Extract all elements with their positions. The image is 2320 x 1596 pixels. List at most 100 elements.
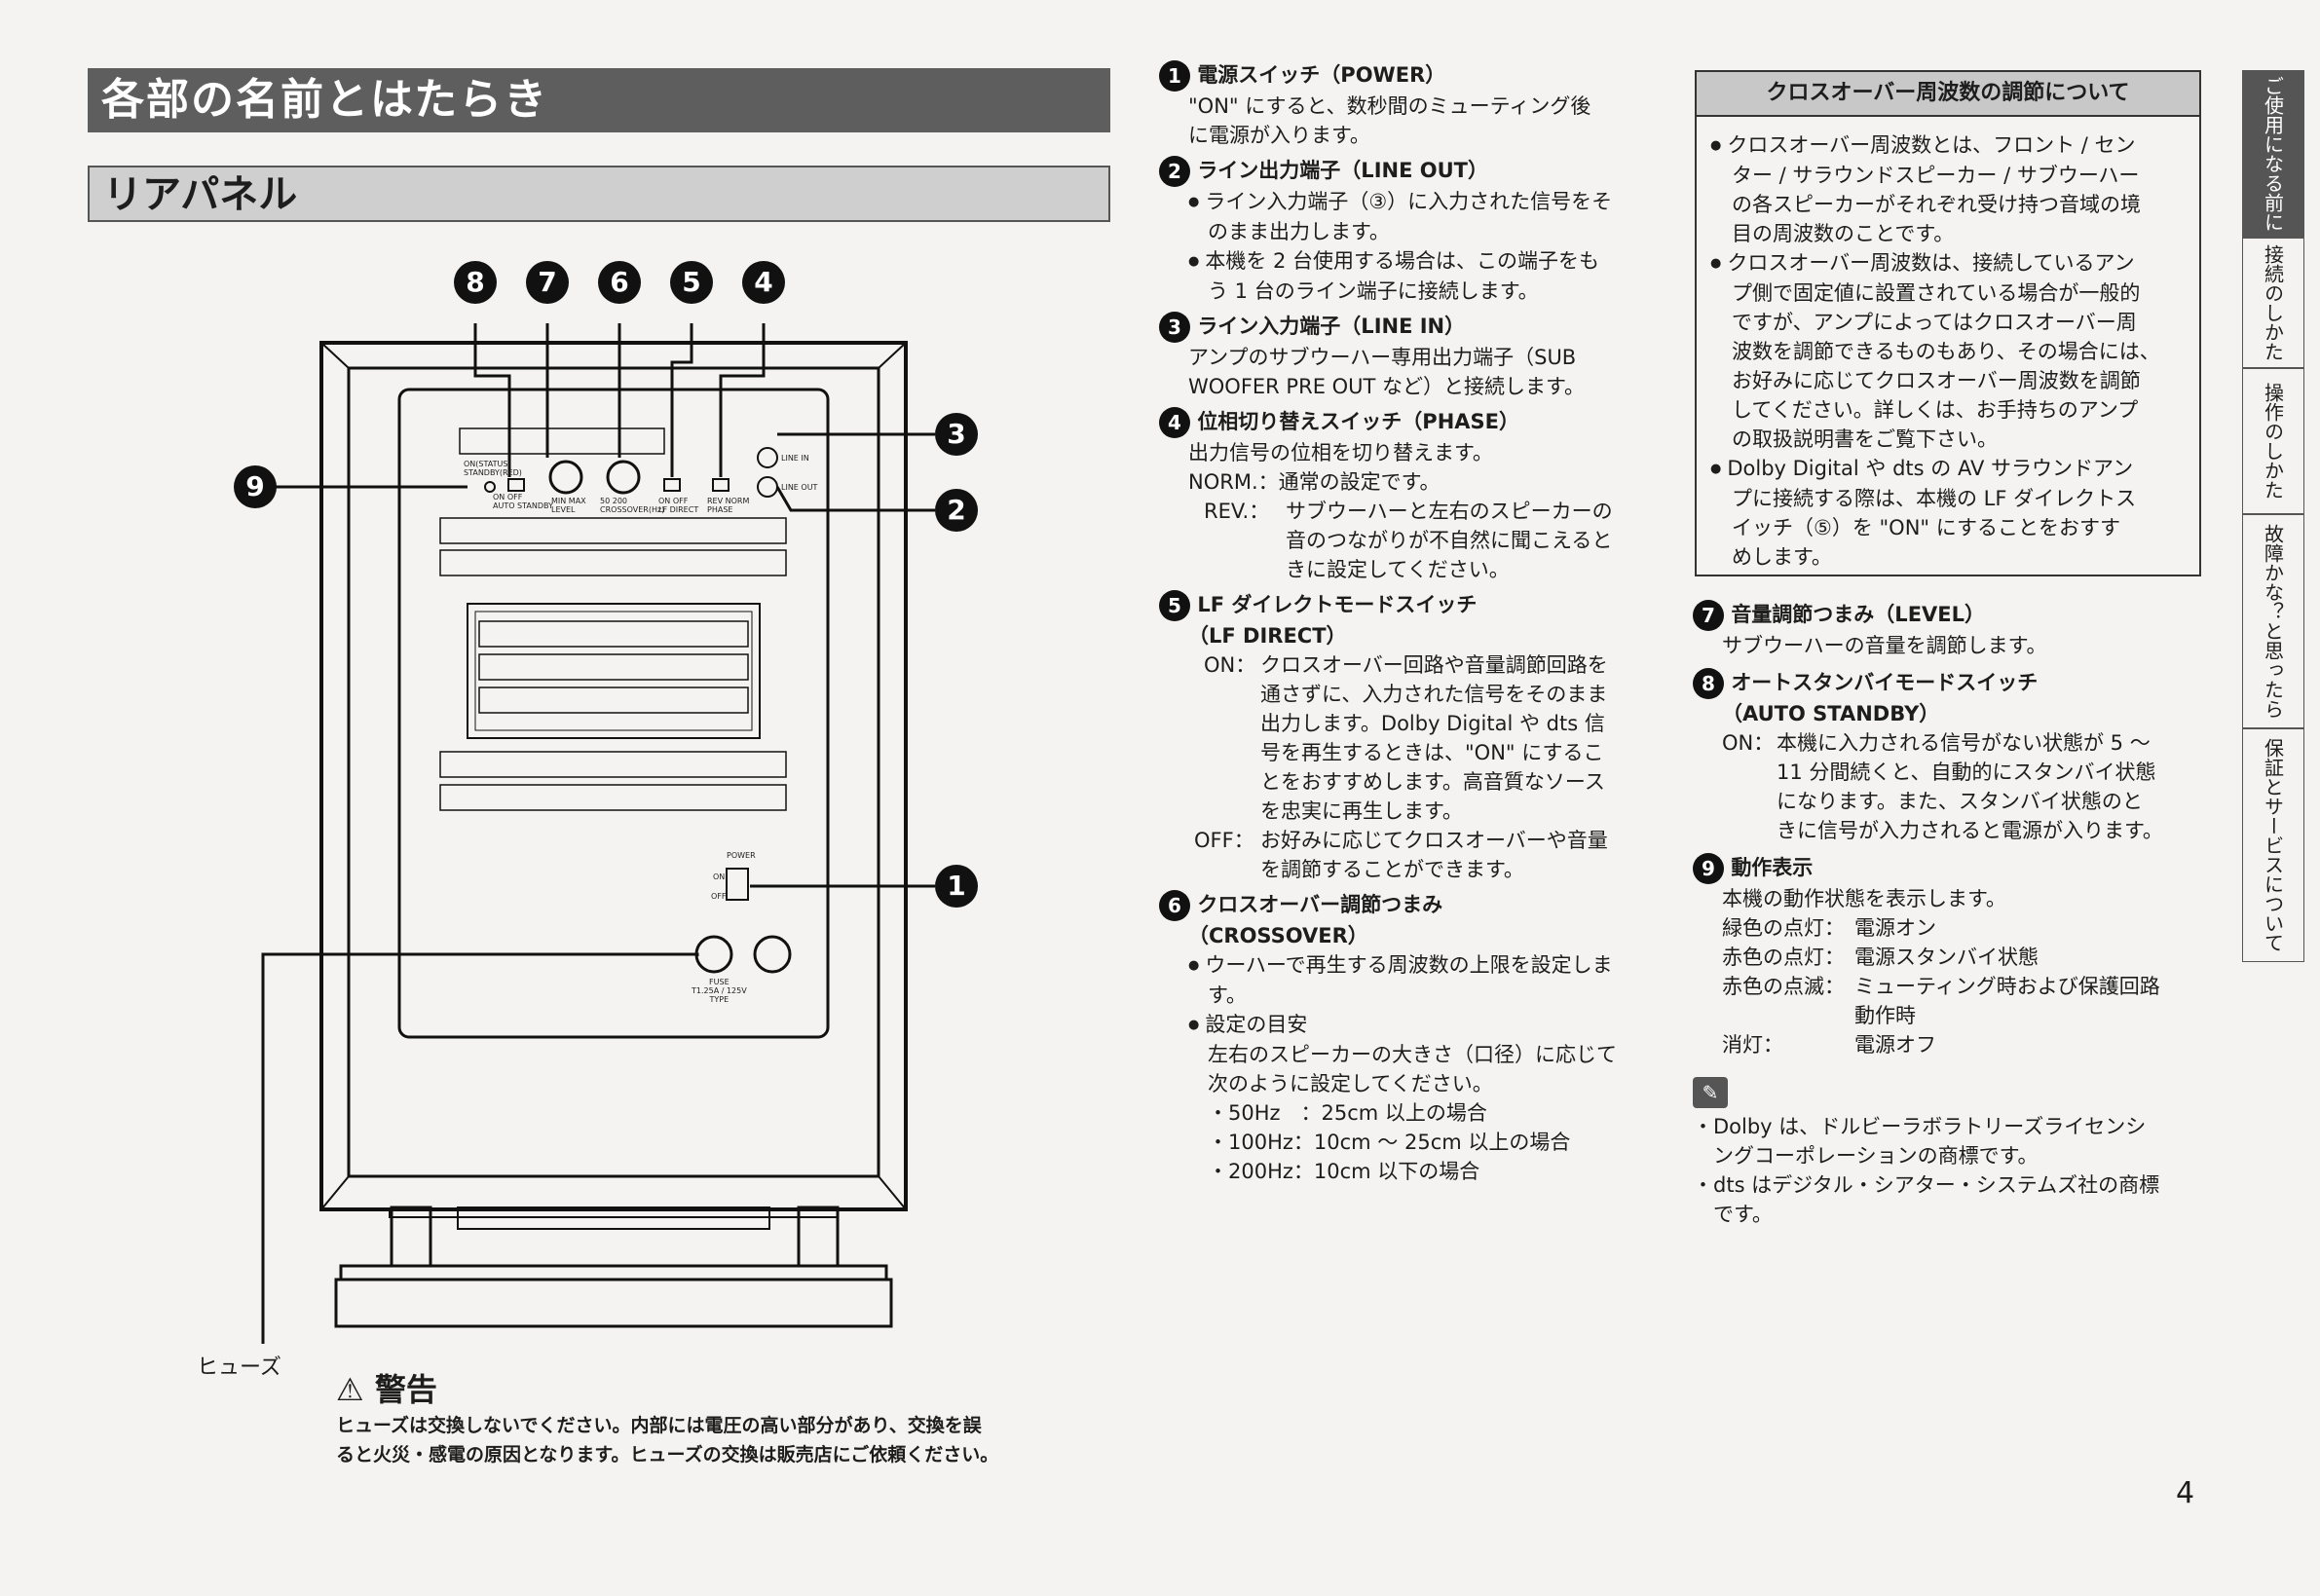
def-term: 緑色の点灯： (1722, 916, 1845, 940)
def-desc: ミューティング時および保護回路 (1854, 975, 2160, 998)
tab-warranty-service[interactable]: 保証とサービスについて (2242, 728, 2304, 962)
def-term: 消灯： (1722, 1033, 1783, 1057)
label-line-in: LINE IN (781, 454, 809, 463)
box-line: Dolby Digital や dts の AV サラウンドアン (1710, 454, 2189, 484)
on-term: ON： (1722, 731, 1775, 755)
label-phase: REV NORM PHASE (707, 497, 750, 514)
warning-text-1: ヒューズは交換しないでください。内部には電圧の高い部分があり、交換を誤 (336, 1415, 982, 1436)
item-7-heading: 7 音量調節つまみ（LEVEL） (1693, 600, 2219, 631)
badge-8: 8 (1693, 668, 1724, 699)
item-5-title: LF ダイレクトモードスイッチ (1197, 593, 1478, 616)
item-6-title: クロスオーバー調節つまみ (1197, 893, 1443, 916)
warning-heading: ⚠ 警告 (336, 1368, 1115, 1411)
box-line: ですが、アンプによってはクロスオーバー周 (1732, 311, 2137, 334)
item-7-line: サブウーハーの音量を調節します。 (1722, 634, 2047, 657)
box-line: の取扱説明書をご覧下さい。 (1732, 427, 1998, 451)
tab-troubleshooting[interactable]: 故障かな？と思ったら (2242, 514, 2304, 728)
item-9-def: 消灯：電源オフ (1693, 1030, 2219, 1059)
item-4-line: 出力信号の位相を切り替えます。 (1188, 441, 1493, 464)
on-desc: 本機に入力される信号がない状態が 5 ～ (1777, 731, 2151, 755)
note-icon: ✎ (1693, 1077, 1728, 1108)
label-crossover: 50 200 CROSSOVER(Hz) (600, 497, 665, 514)
item-7-title: 音量調節つまみ（LEVEL） (1731, 603, 1986, 626)
item-5-off: OFF： お好みに応じてクロスオーバーや音量 (1159, 826, 1665, 855)
off-term: OFF： (1194, 829, 1254, 852)
note-line: ングコーポレーションの商標です。 (1693, 1144, 2039, 1168)
item-9-def: 赤色の点灯： 電源スタンバイ状態 (1693, 943, 2219, 972)
vent-rows (439, 427, 787, 811)
callout-4: 4 (742, 261, 785, 304)
section-title: リアパネル (88, 166, 1110, 222)
item-1-line: に電源が入ります。 (1188, 124, 1370, 147)
item-2-line: う 1 台のライン端子に接続します。 (1208, 279, 1539, 303)
item-9-line: 本機の動作状態を表示します。 (1722, 887, 2006, 910)
badge-7: 7 (1693, 600, 1724, 631)
tab-before-use[interactable]: ご使用になる前に (2242, 70, 2304, 238)
item-4-heading: 4 位相切り替えスイッチ（PHASE） (1159, 407, 1665, 438)
item-5-line: 号を再生するときは、"ON" にするこ (1260, 741, 1604, 764)
item-1-title: 電源スイッチ（POWER） (1197, 63, 1446, 87)
box-line: 波数を調節できるものもあり、その場合には、 (1732, 340, 2160, 363)
item-8-heading-2: （AUTO STANDBY） (1722, 702, 1940, 725)
right-column: 7 音量調節つまみ（LEVEL） サブウーハーの音量を調節します。 8 オートス… (1693, 600, 2219, 1229)
item-3-line: WOOFER PRE OUT など）と接続します。 (1188, 375, 1585, 398)
badge-2: 2 (1159, 156, 1190, 187)
item-1-line: "ON" にすると、数秒間のミューティング後 (1188, 94, 1591, 118)
page-title: 各部の名前とはたらき (88, 68, 1110, 132)
rear-panel-diagram: 8 7 6 5 4 3 9 2 1 ON(STATUS) STANDBY(RED… (175, 253, 1052, 1380)
box-line: めします。 (1732, 545, 1832, 569)
warning-icon: ⚠ (336, 1371, 364, 1408)
def-desc: サブウーハーと左右のスピーカーの (1286, 500, 1613, 523)
item-5-heading: 5 LF ダイレクトモードスイッチ (1159, 590, 1665, 621)
warning-text-2: ると火災・感電の原因となります。ヒューズの交換は販売店にご依頼ください。 (336, 1444, 999, 1466)
def-term: REV.： (1204, 500, 1270, 523)
badge-5: 5 (1159, 590, 1190, 621)
def-term: 赤色の点灯： (1722, 946, 1845, 969)
label-lf-direct: ON OFF LF DIRECT (658, 497, 699, 514)
callout-5: 5 (670, 261, 713, 304)
item-4-title: 位相切り替えスイッチ（PHASE） (1197, 410, 1519, 433)
on-term: ON： (1204, 653, 1256, 677)
badge-3: 3 (1159, 312, 1190, 343)
label-on: ON (713, 872, 726, 881)
fuse-label: ヒューズ (197, 1355, 281, 1380)
def-desc: 電源オン (1854, 916, 1936, 940)
item-5-heading-2: （LF DIRECT） (1188, 624, 1347, 648)
box-line: プ側で固定値に設置されている場合が一般的 (1732, 281, 2141, 305)
item-9-heading: 9 動作表示 (1693, 853, 2219, 884)
tab-connection[interactable]: 接続のしかた (2242, 238, 2304, 368)
box-line: プに接続する際は、本機の LF ダイレクトス (1732, 487, 2137, 510)
box-line: 目の周波数のことです。 (1732, 222, 1955, 245)
item-1-heading: 1 電源スイッチ（POWER） (1159, 60, 1665, 92)
def-term: 赤色の点滅： (1722, 975, 1845, 998)
warning-title: 警告 (374, 1371, 437, 1408)
item-8-on: ON：本機に入力される信号がない状態が 5 ～ (1693, 728, 2219, 758)
item-8-line: になります。また、スタンバイ状態のと (1777, 790, 2143, 813)
item-8-line: きに信号が入力されると電源が入ります。 (1777, 819, 2163, 842)
label-auto-standby-top: ON(STATUS) STANDBY(RED) (464, 460, 522, 477)
item-5-line: 通さずに、入力された信号をそのまま (1260, 683, 1608, 706)
item-6-line: ウーハーで再生する周波数の上限を設定しま (1159, 950, 1665, 981)
item-5-line: とをおすすめします。高音質なソース (1260, 770, 1605, 794)
item-4-line: 音のつながりが不自然に聞こえると (1286, 529, 1613, 552)
note-line: ・dts はデジタル・シアター・システムズ社の商標 (1693, 1173, 2160, 1197)
box-line: クロスオーバー周波数とは、フロント / セン (1710, 130, 2189, 161)
rear-panel-drawing (257, 323, 935, 1344)
on-desc: クロスオーバー回路や音量調節回路を (1260, 653, 1608, 677)
def-desc: 電源スタンバイ状態 (1854, 946, 2039, 969)
item-5-line: を調節することができます。 (1260, 858, 1524, 881)
item-3-line: アンプのサブウーハー専用出力端子（SUB (1188, 346, 1577, 369)
badge-4: 4 (1159, 407, 1190, 438)
tab-operation[interactable]: 操作のしかた (2242, 368, 2304, 514)
def-desc: 通常の設定です。 (1278, 470, 1441, 494)
item-5-line: を忠実に再生します。 (1260, 799, 1463, 823)
box-line: イッチ（⑤）を "ON" にすることをおすす (1732, 516, 2120, 539)
item-6-heading: 6 クロスオーバー調節つまみ (1159, 890, 1665, 921)
item-6-line: 左右のスピーカーの大きさ（口径）に応じて (1208, 1043, 1617, 1066)
off-desc: お好みに応じてクロスオーバーや音量 (1260, 829, 1608, 852)
item-2-line: のまま出力します。 (1208, 220, 1390, 243)
item-8-heading: 8 オートスタンバイモードスイッチ (1693, 668, 2219, 699)
callout-3: 3 (935, 413, 978, 456)
crossover-info-box: クロスオーバー周波数の調節について クロスオーバー周波数とは、フロント / セン… (1695, 70, 2201, 576)
item-9-def: 緑色の点灯： 電源オン (1693, 913, 2219, 943)
